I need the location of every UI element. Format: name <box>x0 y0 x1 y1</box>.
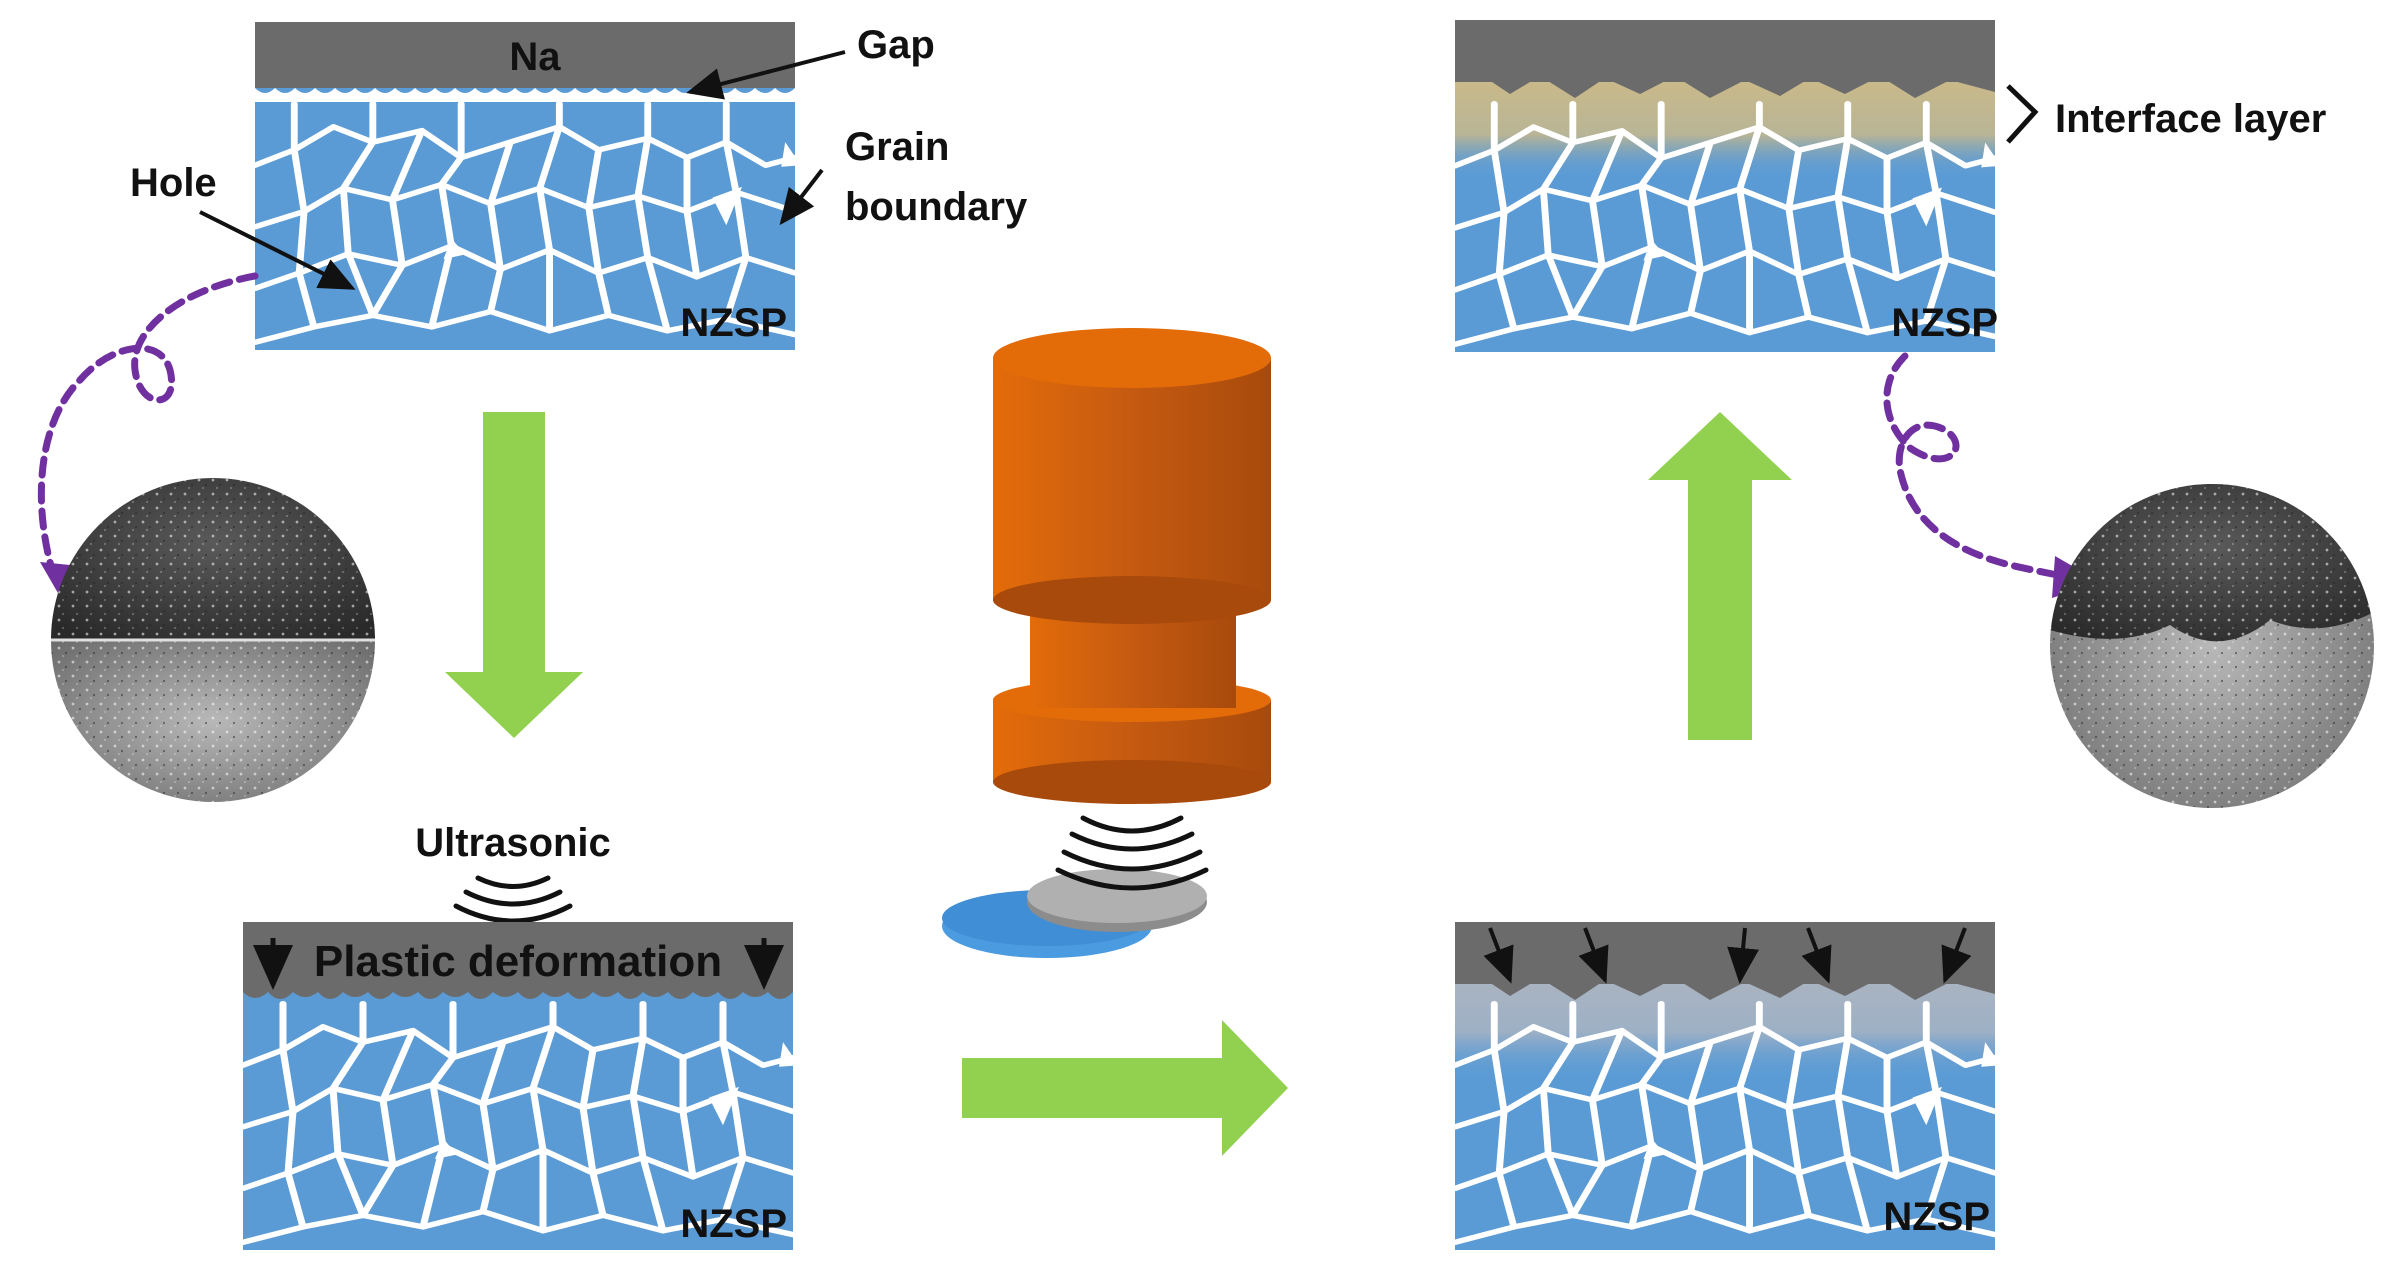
nzsp-label-2: NZSP <box>680 1202 787 1246</box>
sound-wave-icon <box>453 875 573 924</box>
plastic-deformation-label: Plastic deformation <box>314 937 722 986</box>
panel-plastic-deformation: Ultrasonic Plastic deformation NZSP <box>243 821 793 1250</box>
interface-edge <box>1455 20 1995 98</box>
interface-layer-label: Interface layer <box>2055 97 2326 141</box>
panel-pressed-interface: NZSP <box>1455 922 1995 1250</box>
flow-arrow-up <box>1648 412 1792 740</box>
connector-right <box>1883 352 2074 582</box>
hole-label: Hole <box>130 161 217 205</box>
nzsp-label-1: NZSP <box>680 301 787 345</box>
panel-initial-contact: Na NZSP Gap Grain boundary Hole <box>130 22 1028 350</box>
ultrasonic-label: Ultrasonic <box>415 821 611 865</box>
grain-label-2: boundary <box>845 185 1028 229</box>
sem-micrograph-left <box>51 478 375 802</box>
connector-left <box>37 272 259 584</box>
na-layer-deformed <box>243 922 793 992</box>
interface-brace <box>2006 84 2039 144</box>
gap-pointer <box>686 50 846 100</box>
pressure-arrows <box>1483 927 1972 984</box>
nzsp-label-3: NZSP <box>1883 1195 1990 1239</box>
ultrasonic-horn-icon <box>942 328 1271 958</box>
na-label: Na <box>509 35 561 79</box>
flow-arrow-down <box>445 412 583 738</box>
hole-pointer <box>199 210 356 290</box>
panel-interface-layer: NZSP Interface layer <box>1455 20 2326 352</box>
deformed-edge <box>243 992 793 999</box>
nzsp-label-4: NZSP <box>1891 301 1998 345</box>
grain-label: Grain <box>845 125 949 169</box>
grain-pointer <box>779 168 824 226</box>
flow-arrow-right <box>962 1020 1288 1156</box>
gap-label: Gap <box>857 23 935 67</box>
sem-micrograph-right <box>2050 484 2374 808</box>
gap-edge <box>255 88 795 102</box>
